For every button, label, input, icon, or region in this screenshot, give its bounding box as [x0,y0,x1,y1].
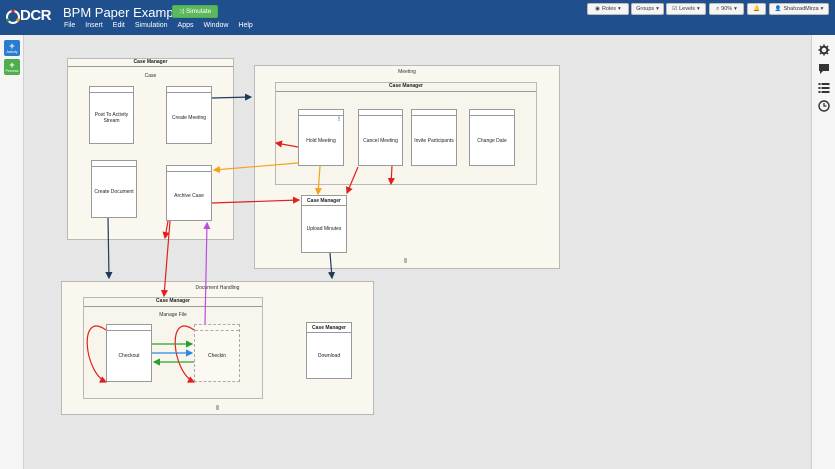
roles-dropdown[interactable]: ◉ Roles ▾ [587,3,629,15]
activity-label: Cancel Meeting [363,137,398,144]
activity-role-tab [299,110,343,116]
activity-label: Create Meeting [171,115,207,121]
user-icon: 👤 [774,6,782,12]
activity-label: Change Date [477,137,507,144]
activity-role-tab: Case Manager [302,196,346,206]
activity-role-tab [107,325,151,331]
top-bar: DCR BPM Paper Example ⤨ Simulate File In… [0,0,835,35]
activity-download[interactable]: Case Manager Download [306,322,352,379]
plus-icon: + [9,41,15,51]
menu-window[interactable]: Window [203,22,229,29]
add-activity-label: Activity [6,50,18,54]
add-process-button[interactable]: + Process [4,59,20,75]
activity-label: Invite Participants [414,137,454,144]
activity-role-tab: Case Manager [307,323,351,333]
menu-apps[interactable]: Apps [177,22,194,29]
caret-down-icon: ▾ [618,6,621,12]
bell-icon: 🔔 [753,6,760,12]
activity-post-to-activity-stream[interactable]: Post To Activity Stream [89,86,134,144]
dcr-logo-icon[interactable] [6,9,52,25]
activity-label: Download [317,352,341,359]
activity-checkin[interactable]: Checkin [194,324,240,382]
logo-text[interactable]: DCR [20,7,52,24]
activity-role-tab [92,161,136,167]
user-dropdown[interactable]: 👤 ShahzadMirza ▾ [769,3,829,15]
add-process-label: Process [5,69,19,73]
activity-label: Create Document [94,189,134,195]
simulate-label: Simulate [185,8,212,15]
activity-create-document[interactable]: Create Document [91,160,137,218]
menu-edit[interactable]: Edit [112,22,125,29]
list-icon[interactable] [818,82,830,94]
levels-label: Levels [679,6,696,12]
shuffle-icon: ⤨ [178,7,184,15]
simulate-button[interactable]: ⤨ Simulate [172,5,218,18]
activity-upload-minutes[interactable]: Case Manager Upload Minutes [301,195,347,253]
checkbox-icon: ☑ [672,6,678,12]
plus-icon: + [9,60,15,70]
activity-role-tab [90,87,133,93]
activity-role-tab [167,87,211,93]
activity-role-tab [167,166,211,172]
activity-checkout[interactable]: Checkout [106,324,152,382]
roles-label: Roles [601,6,617,12]
case-manager-header: Case Manager [276,83,536,92]
main-menu: File Insert Edit Simulation Apps Window … [64,22,263,29]
zoom-dropdown[interactable]: ⌕ 90% ▾ [709,3,744,15]
search-icon: ⌕ [716,5,720,12]
add-activity-button[interactable]: + Activity [4,40,20,56]
case-manager-header: Case Manager [84,298,262,307]
activity-role-tab [470,110,514,116]
menu-help[interactable]: Help [238,22,253,29]
menu-insert[interactable]: Insert [85,22,103,29]
pending-response-icon: ! [338,117,340,123]
activity-invite-participants[interactable]: Invite Participants [411,109,457,166]
caret-down-icon: ▾ [734,6,737,12]
caret-down-icon: ▾ [820,6,824,12]
manage-file-label: Manage File [159,312,187,318]
groups-label: Groups [636,6,655,12]
activity-archive-case[interactable]: Archive Case [166,165,212,221]
user-label: ShahzadMirza [783,6,819,12]
resize-grip[interactable]: ||| [404,258,407,264]
notifications-button[interactable]: 🔔 [747,3,766,15]
meeting-box-label: Meeting [398,69,416,75]
right-toolbar [811,35,835,469]
comment-icon[interactable] [818,63,830,75]
menu-simulation[interactable]: Simulation [134,22,168,29]
activity-label: Checkin [207,353,227,359]
groups-dropdown[interactable]: Groups ▾ [631,3,664,15]
caret-down-icon: ▾ [697,6,700,12]
resize-grip[interactable]: ||| [216,405,219,411]
eye-icon: ◉ [595,6,600,12]
menu-file[interactable]: File [64,22,76,29]
activity-role-tab [359,110,402,116]
activity-change-date[interactable]: Change Date [469,109,515,166]
activity-role-tab [195,325,239,331]
activity-label: Upload Minutes [306,226,342,232]
document-handling-label: Document Handling [195,285,240,291]
clock-icon[interactable] [818,100,830,112]
activity-label: Post To Activity Stream [94,112,129,124]
levels-dropdown[interactable]: ☑ Levels ▾ [666,3,706,15]
gear-icon[interactable] [818,44,830,56]
activity-create-meeting[interactable]: Create Meeting [166,86,212,144]
zoom-label: 90% [721,6,733,12]
case-box-label: Case [144,73,157,79]
activity-label: Checkout [118,353,140,359]
activity-role-tab [412,110,456,116]
case-manager-header: Case Manager [68,59,233,67]
caret-down-icon: ▾ [656,6,659,12]
left-toolbox: + Activity + Process [0,35,24,469]
activity-cancel-meeting[interactable]: Cancel Meeting [358,109,403,166]
activity-hold-meeting[interactable]: Hold Meeting ! [298,109,344,166]
activity-label: Archive Case [174,193,204,199]
app-title: BPM Paper Example [63,5,184,20]
activity-label: Hold Meeting [306,137,336,144]
